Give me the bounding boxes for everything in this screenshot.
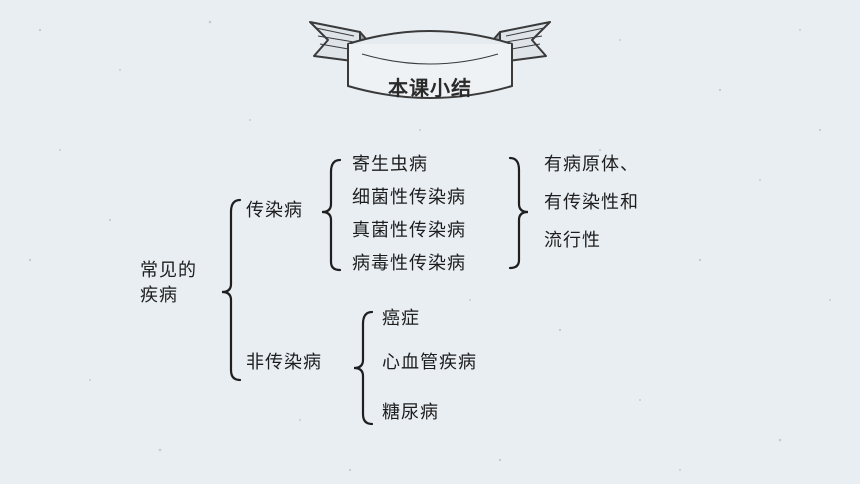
trait-line-3: 流行性: [544, 230, 601, 251]
trait-line-1: 有病原体、: [544, 154, 639, 175]
noninfectious-label: 非传染病: [246, 352, 322, 373]
infectious-label: 传染病: [246, 200, 303, 221]
root-label-line2: 疾病: [140, 285, 178, 306]
root-label: 常见的: [140, 260, 197, 281]
ribbon-banner: [309, 21, 551, 99]
banner-title: 本课小结: [388, 76, 472, 100]
trait-line-2: 有传染性和: [544, 192, 639, 213]
noninfectious-item-3: 糖尿病: [382, 402, 439, 423]
infectious-item-3: 真菌性传染病: [352, 220, 466, 241]
infectious-item-4: 病毒性传染病: [352, 253, 466, 274]
infectious-item-2: 细菌性传染病: [352, 187, 466, 208]
infectious-item-1: 寄生虫病: [352, 154, 428, 175]
noninfectious-item-2: 心血管疾病: [382, 352, 477, 373]
noninfectious-item-1: 癌症: [382, 308, 420, 329]
